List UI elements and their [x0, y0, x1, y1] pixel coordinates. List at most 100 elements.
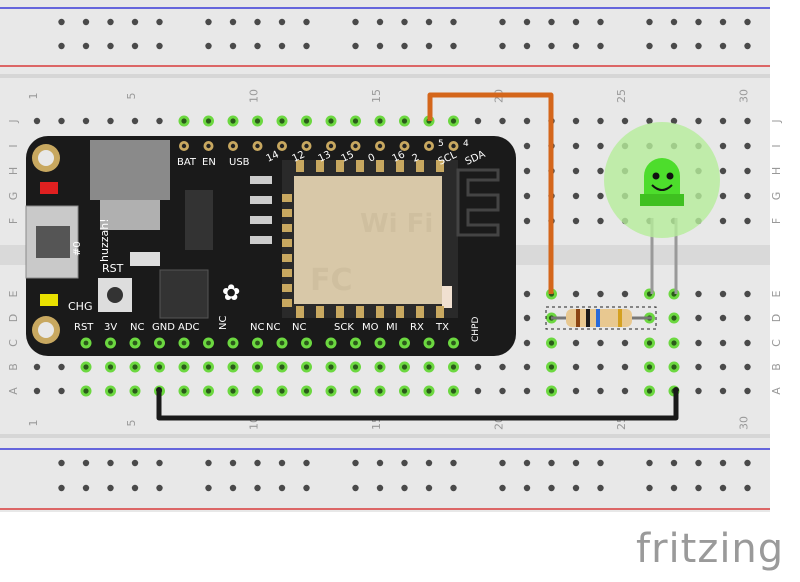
rail-hole[interactable] — [646, 484, 653, 492]
rail-hole[interactable] — [695, 42, 702, 50]
breadboard-hole[interactable] — [719, 363, 727, 371]
rail-hole[interactable] — [450, 18, 457, 26]
rail-hole[interactable] — [499, 18, 506, 26]
rail-hole[interactable] — [523, 484, 531, 492]
rail-hole[interactable] — [352, 42, 359, 50]
rail-hole[interactable] — [744, 18, 751, 26]
breadboard-hole[interactable] — [646, 117, 653, 125]
rail-hole[interactable] — [156, 459, 163, 467]
breadboard-hole[interactable] — [719, 217, 727, 225]
rail-hole[interactable] — [58, 18, 65, 26]
rail-hole[interactable] — [572, 459, 580, 467]
rail-hole[interactable] — [131, 484, 139, 492]
breadboard-hole[interactable] — [597, 363, 604, 371]
breadboard-hole[interactable] — [621, 117, 629, 125]
breadboard-hole[interactable] — [523, 192, 531, 200]
breadboard-hole[interactable] — [523, 387, 531, 395]
breadboard-hole[interactable] — [572, 363, 580, 371]
rail-hole[interactable] — [572, 42, 580, 50]
rail-hole[interactable] — [572, 484, 580, 492]
breadboard-hole[interactable] — [572, 290, 580, 298]
rail-hole[interactable] — [523, 459, 531, 467]
rail-hole[interactable] — [156, 484, 163, 492]
rail-hole[interactable] — [548, 484, 555, 492]
rail-hole[interactable] — [376, 18, 384, 26]
breadboard-hole[interactable] — [597, 339, 604, 347]
breadboard-hole[interactable] — [523, 363, 531, 371]
breadboard-hole[interactable] — [572, 117, 580, 125]
rail-hole[interactable] — [278, 18, 286, 26]
breadboard-hole[interactable] — [58, 363, 65, 371]
rail-hole[interactable] — [352, 484, 359, 492]
breadboard-hole[interactable] — [670, 117, 678, 125]
rail-hole[interactable] — [156, 42, 163, 50]
breadboard-hole[interactable] — [131, 117, 139, 125]
rail-hole[interactable] — [401, 484, 408, 492]
breadboard-hole[interactable] — [597, 167, 604, 175]
rail-hole[interactable] — [278, 459, 286, 467]
breadboard-hole[interactable] — [523, 117, 531, 125]
rail-hole[interactable] — [303, 484, 310, 492]
breadboard-hole[interactable] — [33, 117, 41, 125]
rail-hole[interactable] — [499, 459, 506, 467]
rail-hole[interactable] — [646, 459, 653, 467]
breadboard-hole[interactable] — [597, 117, 604, 125]
breadboard-hole[interactable] — [744, 167, 751, 175]
rail-hole[interactable] — [82, 484, 90, 492]
rail-hole[interactable] — [254, 18, 261, 26]
rail-hole[interactable] — [401, 42, 408, 50]
rail-hole[interactable] — [499, 484, 506, 492]
breadboard-hole[interactable] — [597, 387, 604, 395]
rail-hole[interactable] — [719, 42, 727, 50]
rail-hole[interactable] — [107, 484, 114, 492]
rail-hole[interactable] — [425, 18, 433, 26]
breadboard-hole[interactable] — [572, 142, 580, 150]
rail-hole[interactable] — [376, 42, 384, 50]
breadboard-hole[interactable] — [744, 339, 751, 347]
breadboard-hole[interactable] — [156, 117, 163, 125]
rail-hole[interactable] — [107, 42, 114, 50]
breadboard-hole[interactable] — [572, 387, 580, 395]
rail-hole[interactable] — [131, 459, 139, 467]
rail-hole[interactable] — [695, 459, 702, 467]
breadboard-hole[interactable] — [719, 142, 727, 150]
rail-hole[interactable] — [744, 484, 751, 492]
breadboard-hole[interactable] — [572, 192, 580, 200]
battery-connector[interactable] — [90, 140, 170, 200]
rail-hole[interactable] — [58, 42, 65, 50]
breadboard-hole[interactable] — [621, 290, 629, 298]
breadboard-hole[interactable] — [695, 290, 702, 298]
breadboard-hole[interactable] — [695, 314, 702, 322]
green-led[interactable] — [604, 122, 720, 238]
breadboard-hole[interactable] — [744, 290, 751, 298]
breadboard-hole[interactable] — [719, 290, 727, 298]
rail-hole[interactable] — [597, 18, 604, 26]
rail-hole[interactable] — [254, 459, 261, 467]
rail-hole[interactable] — [523, 18, 531, 26]
breadboard-hole[interactable] — [523, 142, 531, 150]
rail-hole[interactable] — [425, 484, 433, 492]
rail-hole[interactable] — [58, 484, 65, 492]
rail-hole[interactable] — [719, 18, 727, 26]
breadboard-hole[interactable] — [523, 290, 531, 298]
breadboard-hole[interactable] — [744, 217, 751, 225]
breadboard-hole[interactable] — [474, 363, 482, 371]
rail-hole[interactable] — [744, 42, 751, 50]
breadboard-hole[interactable] — [572, 217, 580, 225]
breadboard-hole[interactable] — [107, 117, 114, 125]
rail-hole[interactable] — [450, 459, 457, 467]
breadboard-hole[interactable] — [695, 339, 702, 347]
breadboard-hole[interactable] — [719, 167, 727, 175]
breadboard-hole[interactable] — [33, 363, 41, 371]
rail-hole[interactable] — [131, 18, 139, 26]
breadboard-hole[interactable] — [572, 167, 580, 175]
breadboard-hole[interactable] — [523, 314, 531, 322]
rail-hole[interactable] — [450, 42, 457, 50]
breadboard-hole[interactable] — [621, 387, 629, 395]
breadboard-hole[interactable] — [499, 363, 506, 371]
rail-hole[interactable] — [229, 484, 237, 492]
breadboard-hole[interactable] — [744, 192, 751, 200]
rail-hole[interactable] — [425, 42, 433, 50]
breadboard-hole[interactable] — [719, 339, 727, 347]
